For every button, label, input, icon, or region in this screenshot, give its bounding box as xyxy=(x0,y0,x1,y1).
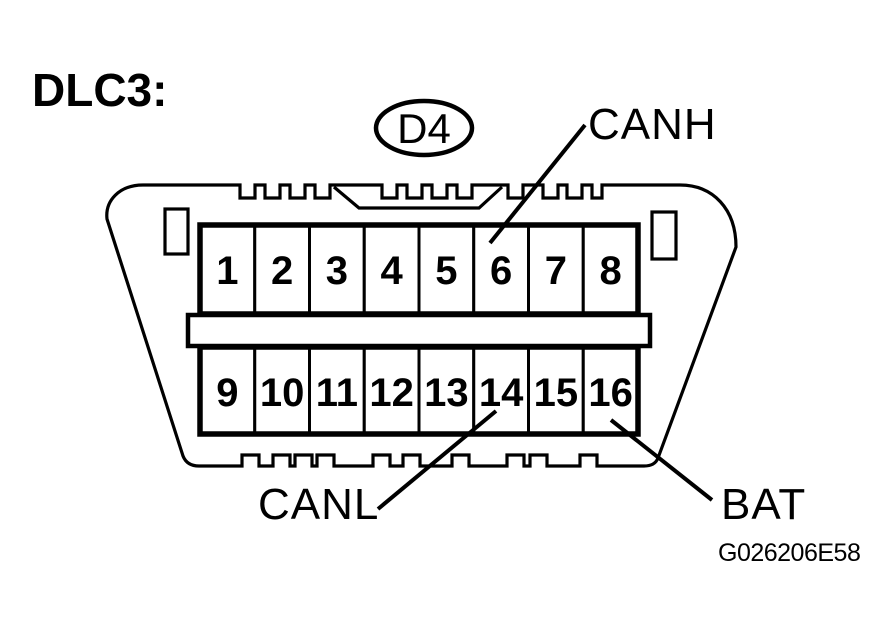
pin-number-12: 12 xyxy=(369,371,414,415)
canl-pointer-line xyxy=(376,409,498,511)
canl-label: CANL xyxy=(258,480,379,529)
pin-number-16: 16 xyxy=(588,371,633,415)
pin-number-1: 1 xyxy=(216,249,238,293)
pin-number-15: 15 xyxy=(534,371,579,415)
pin-cell-13 xyxy=(417,345,476,436)
connector-code-ellipse xyxy=(373,98,475,158)
pin-number-13: 13 xyxy=(424,371,469,415)
left-keyway-slot xyxy=(163,207,190,256)
pin-cell-16 xyxy=(581,345,640,436)
pin-number-8: 8 xyxy=(599,249,621,293)
figure-code: G026206E58 xyxy=(718,539,860,567)
pin-number-5: 5 xyxy=(435,249,457,293)
pin-row-bottom: 9 10 11 12 13 14 15 16 xyxy=(197,344,641,437)
center-notch xyxy=(332,185,504,210)
page-title: DLC3: xyxy=(32,64,167,116)
pin-number-4: 4 xyxy=(380,249,403,293)
bat-pointer-line xyxy=(609,418,714,502)
pin-number-3: 3 xyxy=(326,249,348,293)
canh-pointer-line xyxy=(488,123,587,245)
canh-label: CANH xyxy=(588,100,717,149)
connector-code-label: D4 xyxy=(397,105,451,152)
pin-number-2: 2 xyxy=(271,249,293,293)
pin-number-11: 11 xyxy=(316,371,358,415)
pin-number-6: 6 xyxy=(490,249,512,293)
right-keyway-slot xyxy=(650,210,678,261)
pin-row-top: 1 2 3 4 5 6 7 8 xyxy=(197,222,641,317)
pin-number-7: 7 xyxy=(545,249,567,293)
center-separator-bar xyxy=(185,312,653,349)
pin-number-9: 9 xyxy=(216,371,238,415)
bat-label: BAT xyxy=(721,480,806,529)
pin-number-14: 14 xyxy=(479,371,524,415)
pin-number-10: 10 xyxy=(260,371,305,415)
